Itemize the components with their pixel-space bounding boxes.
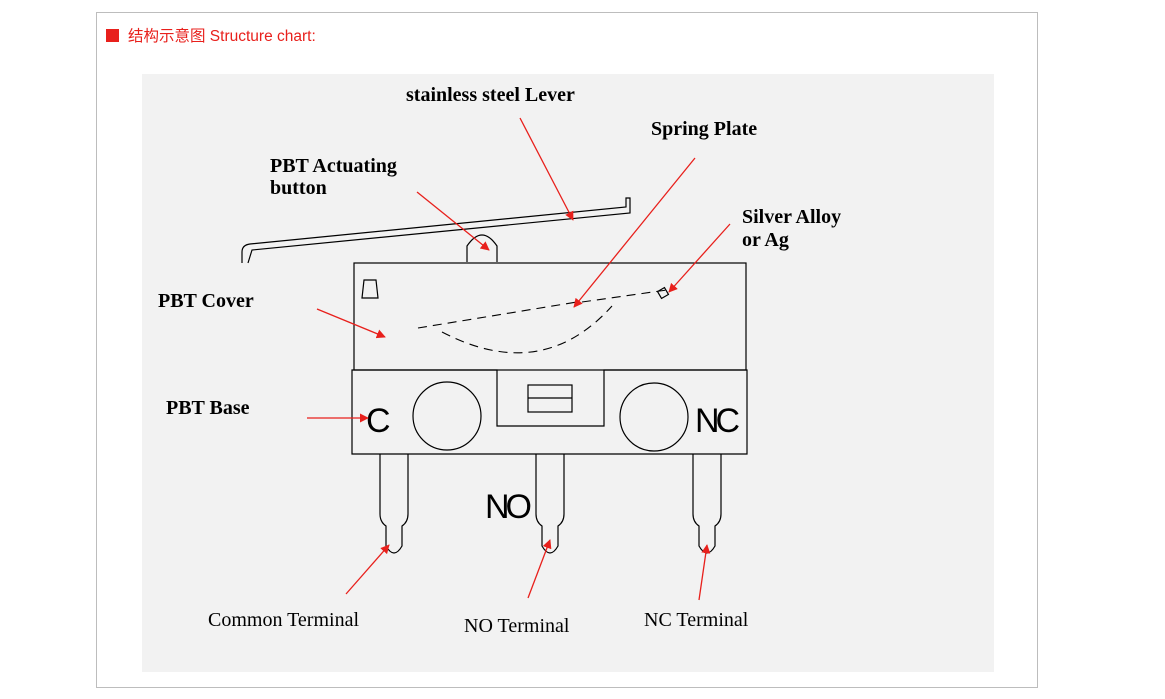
nc-terminal-arrow — [698, 544, 711, 601]
terminal-mark-no: NO — [485, 488, 531, 526]
label-base: PBT Base — [166, 397, 250, 419]
structure-diagram: C NO NC stainless steel Lever Spring Pla… — [158, 84, 841, 637]
section-heading: 结构示意图 Structure chart: — [106, 24, 316, 46]
base-hole-left — [412, 381, 482, 451]
label-button-line1: PBT Actuating — [270, 155, 397, 177]
common-terminal-pin — [379, 454, 409, 554]
lever-arrow — [519, 117, 574, 221]
spring-plate-extension — [581, 289, 668, 303]
spring-plate-shape — [417, 301, 578, 329]
label-common-terminal: Common Terminal — [208, 609, 359, 631]
nc-terminal-pin — [692, 454, 722, 554]
terminal-mark-c: C — [366, 402, 390, 440]
label-silver-line1: Silver Alloy — [742, 206, 841, 228]
red-square-icon — [106, 28, 119, 42]
silver-contact-shape — [656, 286, 670, 300]
cover-slot-shape — [361, 279, 379, 299]
button-arrow — [416, 191, 490, 251]
base-shape — [351, 369, 748, 455]
label-cover: PBT Cover — [158, 290, 254, 312]
base-hole-right — [619, 382, 689, 452]
cover-arrow — [316, 308, 386, 339]
spring-plate-curve — [441, 305, 613, 354]
label-nc-terminal: NC Terminal — [644, 609, 749, 631]
no-terminal-pin — [535, 454, 565, 554]
label-spring-plate: Spring Plate — [651, 118, 757, 140]
cover-shape — [353, 262, 747, 371]
lever-shape — [241, 197, 631, 264]
label-button-line2: button — [270, 177, 327, 199]
actuating-button-shape — [466, 234, 498, 262]
label-lever: stainless steel Lever — [406, 84, 575, 106]
no-terminal-arrow — [527, 539, 552, 599]
label-silver-line2: or Ag — [742, 229, 789, 251]
section-title: 结构示意图 Structure chart: — [128, 28, 316, 45]
label-no-terminal: NO Terminal — [464, 615, 570, 637]
common-terminal-arrow — [345, 544, 390, 595]
terminal-mark-nc: NC — [695, 402, 740, 440]
silver-arrow — [668, 223, 731, 293]
diagram-panel — [142, 74, 994, 672]
spring-arrow — [573, 157, 696, 308]
